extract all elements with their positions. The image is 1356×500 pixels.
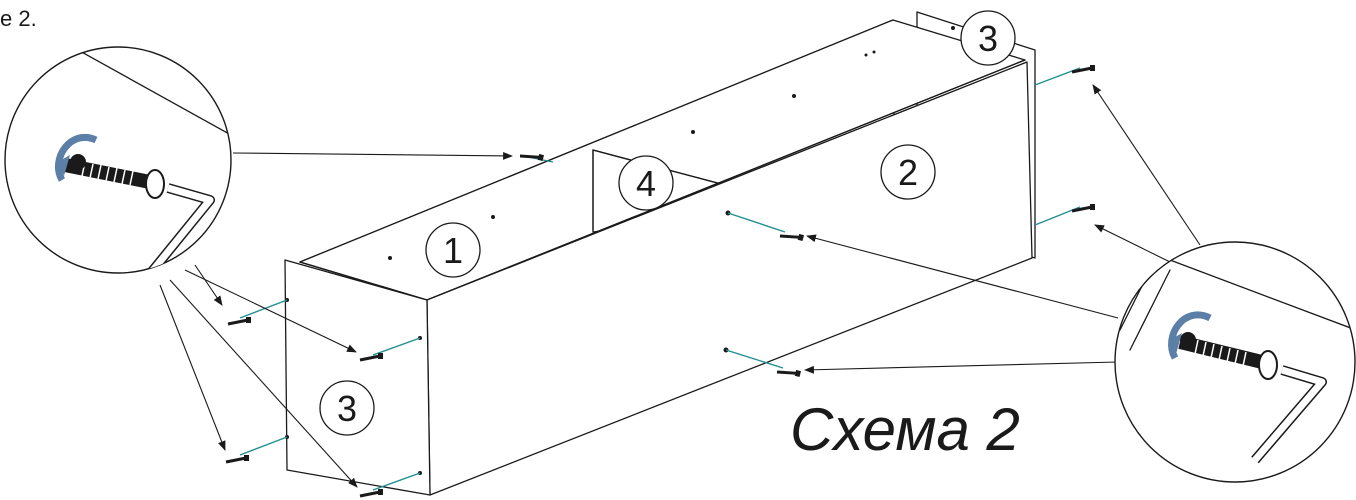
part-label-3-back: 3 bbox=[960, 10, 1016, 66]
diagram-title: Схема 2 bbox=[790, 396, 1020, 463]
part-label-1: 1 bbox=[425, 222, 481, 278]
part-number-1: 1 bbox=[443, 230, 463, 271]
corner-note: е 2. bbox=[0, 6, 37, 31]
screw-and-hex-key-detail-icon bbox=[4, 46, 232, 274]
front-side-panel bbox=[284, 259, 431, 496]
part-label-2: 2 bbox=[880, 144, 936, 200]
part-number-2: 2 bbox=[898, 152, 918, 193]
part-label-3-front: 3 bbox=[319, 380, 375, 436]
screw-and-hex-key-detail-icon-right bbox=[1114, 241, 1356, 483]
part-label-4: 4 bbox=[618, 155, 674, 211]
part-number-3-front: 3 bbox=[337, 388, 357, 429]
pointer-arrows bbox=[159, 84, 1201, 488]
part-number-3-back: 3 bbox=[978, 18, 998, 59]
part-number-4: 4 bbox=[636, 163, 656, 204]
